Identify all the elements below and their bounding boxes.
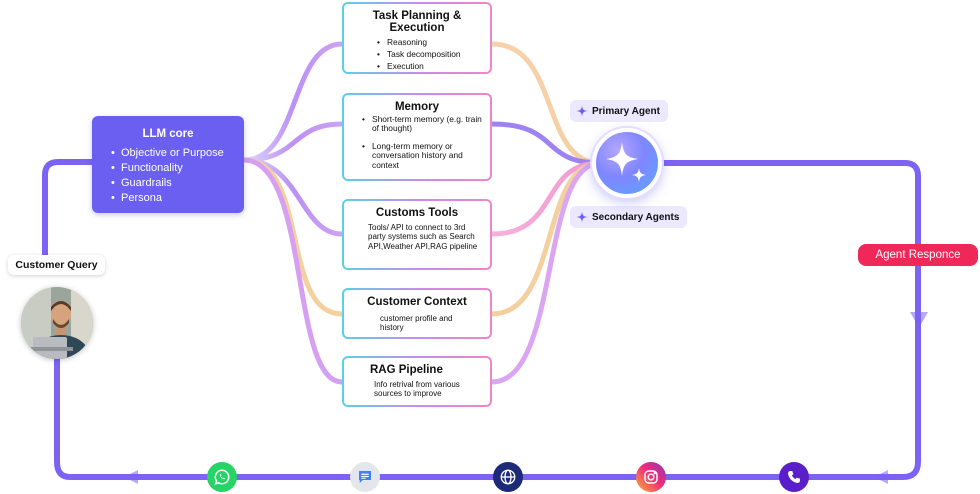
task-planning-item: Reasoning — [377, 36, 490, 48]
customer-query-label: Customer Query — [15, 259, 98, 271]
phone-icon[interactable] — [779, 462, 809, 492]
llm-core-item: Objective or Purpose — [111, 146, 244, 161]
task-planning-item: Task decomposition — [377, 48, 490, 60]
customer-context-box: Customer Context customer profile and hi… — [342, 288, 492, 339]
sparkle-icon — [606, 142, 646, 182]
custom-tools-box: Customs Tools Tools/ API to connect to 3… — [342, 199, 492, 270]
agent-orb — [592, 128, 662, 198]
memory-item: Short-term memory (e.g. train of thought… — [362, 114, 482, 134]
instagram-glyph — [644, 470, 658, 484]
sparkle-icon — [576, 105, 588, 117]
llm-core-item: Persona — [111, 191, 244, 206]
chat-icon[interactable] — [350, 462, 380, 492]
phone-glyph — [788, 471, 800, 483]
custom-tools-text: Tools/ API to connect to 3rd party syste… — [368, 223, 478, 251]
memory-item: Long-term memory or conversation history… — [362, 141, 482, 170]
whatsapp-icon[interactable] — [207, 462, 237, 492]
primary-agent-badge: Primary Agent — [570, 100, 668, 122]
customer-query-badge: Customer Query — [8, 255, 105, 275]
whatsapp-glyph — [214, 469, 230, 485]
sparkle-icon — [576, 211, 588, 223]
globe-glyph — [500, 469, 516, 485]
custom-tools-title: Customs Tools — [375, 207, 459, 219]
llm-core-box: LLM core Objective or Purpose Functional… — [92, 116, 244, 213]
secondary-agents-label: Secondary Agents — [592, 211, 680, 223]
task-planning-list: Reasoning Task decomposition Execution — [377, 36, 490, 72]
task-planning-title: Task Planning & Execution — [372, 10, 462, 34]
llm-core-item: Guardrails — [111, 176, 244, 191]
globe-icon[interactable] — [493, 462, 523, 492]
memory-title: Memory — [394, 101, 440, 113]
agent-response-badge: Agent Responce — [858, 244, 978, 266]
secondary-agents-badge: Secondary Agents — [570, 206, 688, 228]
instagram-icon[interactable] — [636, 462, 666, 492]
customer-context-title: Customer Context — [367, 296, 467, 308]
primary-agent-label: Primary Agent — [592, 105, 660, 117]
rag-pipeline-box: RAG Pipeline Info retrival from various … — [342, 356, 492, 407]
customer-avatar — [21, 287, 93, 359]
rag-pipeline-text: Info retrival from various sources to im… — [374, 380, 460, 399]
rag-pipeline-title: RAG Pipeline — [370, 364, 443, 376]
chat-glyph — [359, 471, 371, 483]
memory-list: Short-term memory (e.g. train of thought… — [362, 114, 482, 170]
agent-response-label: Agent Responce — [875, 249, 961, 261]
llm-core-title: LLM core — [142, 128, 194, 140]
llm-core-list: Objective or Purpose Functionality Guard… — [111, 146, 244, 206]
llm-core-item: Functionality — [111, 161, 244, 176]
task-planning-box: Task Planning & Execution Reasoning Task… — [342, 2, 492, 74]
memory-box: Memory Short-term memory (e.g. train of … — [342, 93, 492, 181]
task-planning-item: Execution — [377, 60, 490, 72]
customer-context-text: customer profile and history — [380, 314, 453, 333]
customer-avatar-illustration — [21, 287, 93, 359]
